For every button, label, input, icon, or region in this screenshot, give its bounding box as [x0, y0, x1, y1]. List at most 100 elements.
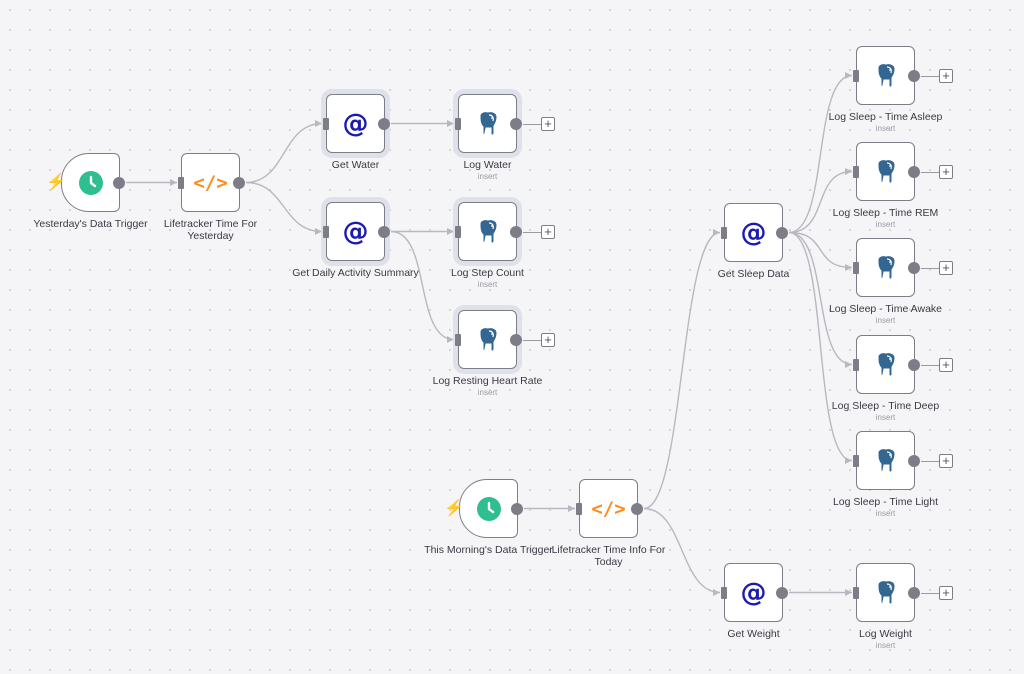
output-port[interactable] [510, 225, 522, 238]
connection-get-sleep-to-log-deep[interactable] [788, 231, 853, 366]
input-port[interactable] [853, 261, 859, 274]
node-title: Log Step Count [451, 267, 524, 279]
output-port[interactable] [631, 502, 643, 515]
output-port[interactable] [908, 358, 920, 371]
input-port[interactable] [853, 358, 859, 371]
output-port[interactable] [113, 176, 125, 189]
node-title: Log Resting Heart Rate [432, 375, 543, 387]
add-node-button[interactable]: + [541, 224, 555, 239]
connection-get-activity-to-log-heart[interactable] [390, 230, 455, 341]
input-port[interactable] [853, 586, 859, 599]
output-port[interactable] [378, 225, 390, 238]
node-label: Lifetracker Time Info For Today [539, 544, 679, 568]
node-time-today[interactable]: </> [576, 479, 643, 538]
add-connector-line [523, 339, 541, 341]
node-title: This Morning's Data Trigger [424, 544, 553, 556]
node-label: Get Weight [684, 628, 824, 640]
connection-arrowhead [845, 361, 852, 368]
output-port[interactable] [378, 117, 390, 130]
output-port[interactable] [233, 176, 245, 189]
connection-arrowhead [447, 228, 454, 235]
connection-get-sleep-to-log-asleep[interactable] [788, 74, 853, 234]
node-log-water[interactable] [455, 94, 522, 153]
connection-get-sleep-to-log-awake[interactable] [788, 231, 853, 269]
input-port[interactable] [455, 117, 461, 130]
connection-arrowhead [568, 505, 575, 512]
node-log-awake[interactable] [853, 238, 920, 297]
input-port[interactable] [323, 225, 329, 238]
input-port[interactable] [455, 333, 461, 346]
node-log-asleep[interactable] [853, 46, 920, 105]
output-port[interactable] [908, 586, 920, 599]
node-subtitle: insert [875, 124, 896, 133]
connection-time-yesterday-to-get-activity[interactable] [245, 181, 323, 233]
node-log-rem[interactable] [853, 142, 920, 201]
node-log-heart[interactable] [455, 310, 522, 369]
input-port[interactable] [455, 225, 461, 238]
output-port[interactable] [776, 226, 788, 239]
output-port[interactable] [908, 165, 920, 178]
connection-get-sleep-to-log-light[interactable] [788, 231, 853, 462]
input-port[interactable] [721, 226, 727, 239]
node-get-weight[interactable]: @ [721, 563, 788, 622]
node-subtitle: insert [875, 413, 896, 422]
connection-arrowhead [447, 120, 454, 127]
add-node-button[interactable]: + [939, 585, 953, 600]
input-port[interactable] [853, 69, 859, 82]
node-label: This Morning's Data Trigger [419, 544, 559, 556]
output-port[interactable] [908, 69, 920, 82]
node-title: Lifetracker Time For Yesterday [163, 218, 258, 242]
clock-icon [476, 496, 501, 521]
node-time-yesterday[interactable]: </> [178, 153, 245, 212]
add-node-button[interactable]: + [541, 332, 555, 347]
node-log-step[interactable] [455, 202, 522, 261]
add-node-button[interactable]: + [939, 357, 953, 372]
output-port[interactable] [908, 454, 920, 467]
input-port[interactable] [178, 176, 184, 189]
connection-get-sleep-to-log-rem[interactable] [788, 170, 853, 234]
connection-arrowhead [845, 168, 852, 175]
add-connector-line [921, 364, 939, 366]
output-port[interactable] [511, 502, 523, 515]
input-port[interactable] [323, 117, 329, 130]
connection-arrowhead [315, 120, 322, 127]
node-get-activity[interactable]: @ [323, 202, 390, 261]
node-subtitle: insert [875, 220, 896, 229]
node-title: Log Water [463, 159, 512, 171]
code-icon: </> [591, 497, 626, 520]
node-label: Lifetracker Time For Yesterday [141, 218, 281, 242]
add-node-button[interactable]: + [541, 116, 555, 131]
add-node-button[interactable]: + [939, 453, 953, 468]
add-connector-line [921, 75, 939, 77]
connection-time-today-to-get-sleep[interactable] [643, 231, 721, 510]
connection-time-today-to-get-weight[interactable] [643, 507, 721, 594]
postgres-elephant-icon [478, 218, 498, 244]
postgres-elephant-icon [876, 351, 896, 377]
add-connector-line [921, 267, 939, 269]
node-log-weight[interactable] [853, 563, 920, 622]
output-port[interactable] [510, 117, 522, 130]
output-port[interactable] [908, 261, 920, 274]
input-port[interactable] [853, 454, 859, 467]
input-port[interactable] [576, 502, 582, 515]
node-log-light[interactable] [853, 431, 920, 490]
node-log-deep[interactable] [853, 335, 920, 394]
add-node-button[interactable]: + [939, 260, 953, 275]
connection-time-yesterday-to-get-water[interactable] [245, 122, 323, 184]
input-port[interactable] [853, 165, 859, 178]
node-title: Log Sleep - Time Deep [831, 400, 940, 412]
output-port[interactable] [776, 586, 788, 599]
node-morning-trigger[interactable] [459, 479, 523, 538]
input-port[interactable] [721, 586, 727, 599]
node-get-sleep[interactable]: @ [721, 203, 788, 262]
connection-arrowhead [713, 589, 720, 596]
node-get-water[interactable]: @ [323, 94, 390, 153]
add-node-button[interactable]: + [939, 164, 953, 179]
node-yesterday-trigger[interactable] [61, 153, 125, 212]
add-node-button[interactable]: + [939, 68, 953, 83]
output-port[interactable] [510, 333, 522, 346]
